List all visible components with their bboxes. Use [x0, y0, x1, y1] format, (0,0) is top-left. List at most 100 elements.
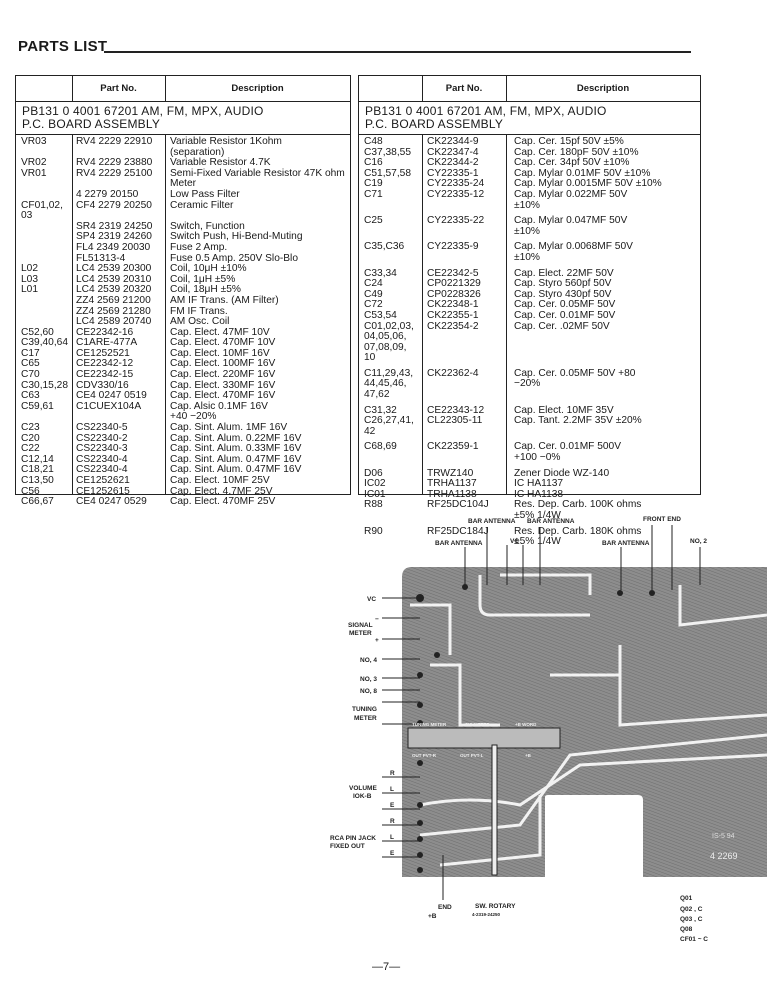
part-number-cell: CY22335-12 [427, 188, 485, 200]
no8-label: NO, 8 [360, 688, 377, 695]
description-cell: Res. Dep. Carb. 100K ohms ±5% 1/4W [514, 499, 642, 522]
reference-cell: C71 [364, 188, 383, 200]
description-cell: Cap. Sint. Alum. 0.22MF 16V [170, 432, 302, 444]
part-number-cell: CK22362-4 [427, 367, 479, 379]
reference-cell: C48 [364, 136, 383, 147]
vc-left-label: VC [367, 596, 376, 603]
board-label: OUT PVT-R [412, 753, 437, 758]
tuning-meter-label: TUNING [352, 706, 377, 713]
description-cell: Cap. Elect. 470MF 16V [170, 390, 276, 402]
description-cell: Cap. Tant. 2.2MF 35V ±20% [514, 415, 642, 427]
reference-cell: C22 [21, 443, 40, 455]
board-label: TUNING METER [412, 722, 447, 727]
part-number-cell: CE22342-5 [427, 267, 479, 279]
description-cell: IC HA1138 [514, 488, 564, 500]
description-cell: Cap. Elect. 47MF 10V [170, 326, 270, 338]
reference-cell: C26,27,41, 42 [364, 415, 414, 437]
description-cell: Cap. Cer. 0.05MF 50V [514, 299, 616, 311]
description-cell: Cap. Elect. 470MF 25V [170, 496, 276, 508]
part-number-cell: CDV330/16 [76, 379, 129, 391]
part-number-cell: CK22347-4 [427, 146, 479, 158]
part-number-cell: CY22335-1 [427, 167, 479, 179]
legend-item: Q02 , C [680, 906, 703, 913]
title-rule [104, 51, 691, 53]
part-number-cell: C1ARE-477A [76, 337, 138, 349]
reference-cell: L03 [21, 273, 38, 285]
description-cell: Cap. Elect. 100MF 16V [170, 358, 276, 370]
board-stamp: IS-5 94 [712, 833, 735, 840]
reference-cell: C18,21 [21, 464, 54, 476]
reference-cell: IC02 [364, 478, 386, 490]
part-number-cell: CL22305-11 [427, 415, 483, 427]
assembly-title: PB131 0 4001 67201 AM, FM, MPX, AUDIO P.… [359, 102, 700, 135]
column-divider [72, 76, 73, 494]
volume-label: VOLUME [349, 785, 377, 792]
part-number-cell: LC4 2539 20300 [76, 263, 152, 275]
reference-cell: C72 [364, 299, 383, 311]
part-number-cell: SP4 2319 24260 [76, 231, 152, 243]
reference-cell: R90 [364, 525, 383, 537]
part-number-cell: CS22340-4 [76, 453, 128, 465]
parts-table-right: Part No. Description PB131 0 4001 67201 … [358, 75, 701, 547]
reference-cell: C56 [21, 485, 40, 497]
description-cell: IC HA1137 [514, 478, 564, 490]
part-number-cell: LC4 2539 20320 [76, 284, 152, 296]
r-label: R [390, 770, 395, 777]
part-number-cell: LC4 2589 20740 [76, 316, 152, 328]
description-cell: Cap. Cer. 0.05MF 50V +80 −20% [514, 367, 636, 390]
reference-cell: L02 [21, 263, 38, 275]
reference-cell: VR03 [21, 136, 47, 147]
part-number-cell: CY22335-24 [427, 178, 485, 190]
reference-cell: C01,02,03, 04,05,06, 07,08,09, 10 [364, 320, 414, 364]
reference-cell: C52,60 [21, 326, 54, 338]
l-label: L [390, 834, 394, 841]
description-cell: AM IF Trans. (AM Filter) [170, 294, 279, 306]
description-cell: Ceramic Filter [170, 199, 234, 211]
description-cell: Cap. Elect. 330MF 16V [170, 379, 276, 391]
description-cell: AM Osc. Coil [170, 316, 230, 328]
minus-label: − [375, 616, 379, 623]
part-number-cell: CE22342-15 [76, 369, 134, 381]
description-cell: Cap. Styro 560pf 50V [514, 278, 612, 290]
plus-label: + [375, 637, 379, 644]
part-number-cell: TRHA1138 [427, 488, 477, 500]
description-cell: Cap. Cer. 15pf 50V ±5% [514, 136, 624, 147]
description-cell: Cap. Alsic 0.1MF 16V +40 −20% [170, 400, 268, 423]
part-number-cell: RV4 2229 22910 [76, 136, 153, 147]
part-number-cell: 4 2279 20150 [76, 188, 139, 200]
reference-cell: C12,14 [21, 453, 54, 465]
description-cell: Zener Diode WZ-140 [514, 467, 610, 479]
part-number-cell: RV4 2229 23880 [76, 157, 153, 169]
description-cell: Semi-Fixed Variable Resistor 47K ohm Met… [170, 167, 345, 190]
reference-cell: C49 [364, 288, 383, 300]
board-label: OUT PVT-L [460, 753, 484, 758]
table-header: Part No. Description [359, 76, 700, 102]
header-part-no: Part No. [445, 83, 483, 94]
reference-cell: C51,57,58 [364, 167, 412, 179]
description-cell: Cap. Elect. 4.7MF 25V [170, 485, 273, 497]
part-number-cell: CS22340-3 [76, 443, 128, 455]
callout-lines [382, 525, 701, 900]
